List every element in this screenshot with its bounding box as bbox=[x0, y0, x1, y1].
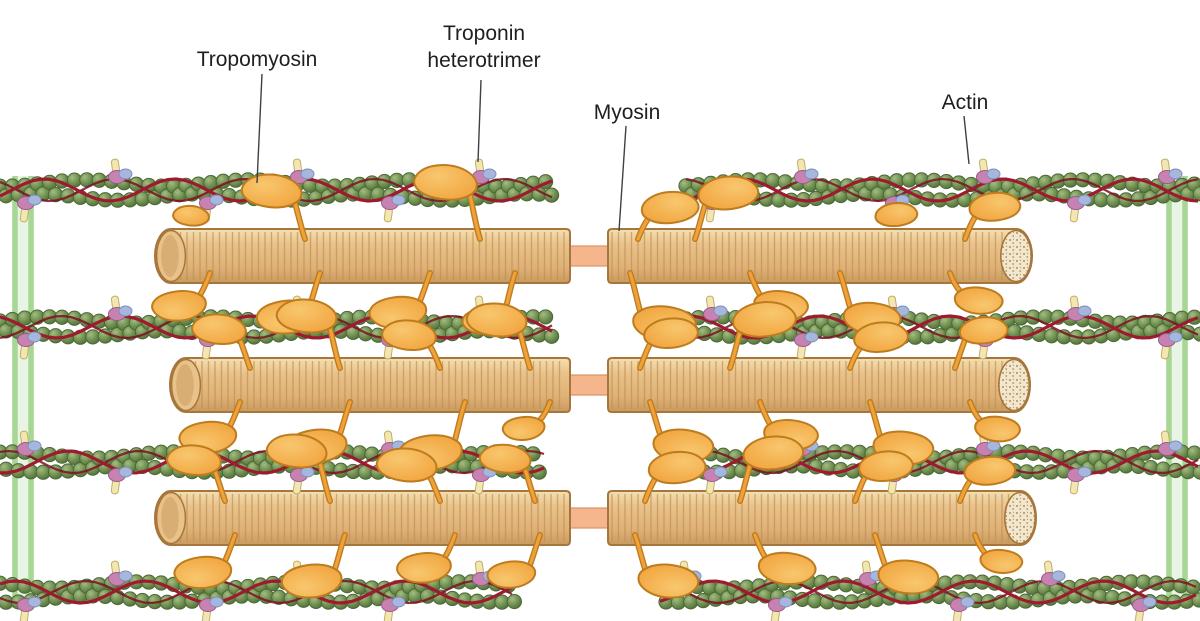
troponin-complex bbox=[794, 331, 819, 360]
leader-line-tropomyosin bbox=[256, 73, 263, 184]
myosin-head bbox=[642, 452, 706, 504]
troponin-complex bbox=[17, 194, 42, 223]
troponin-complex bbox=[768, 596, 793, 621]
myosin-head bbox=[414, 165, 483, 242]
myosin-head bbox=[467, 303, 533, 371]
troponin-complex bbox=[108, 466, 133, 495]
tropomyosin-strand bbox=[685, 177, 1199, 203]
myosin-filament-row-2 bbox=[169, 357, 1031, 413]
troponin-complex bbox=[950, 596, 975, 621]
troponin-complex bbox=[199, 596, 224, 621]
troponin-complex bbox=[17, 430, 42, 456]
myosin-head bbox=[503, 399, 553, 440]
myosin-left-segment bbox=[154, 490, 571, 546]
myosin-right-segment bbox=[607, 228, 1033, 284]
label-myosin: Myosin bbox=[593, 101, 661, 124]
tropomyosin-strand bbox=[659, 579, 1197, 605]
actin-filament-segment bbox=[0, 560, 523, 621]
tropomyosin-strand bbox=[0, 579, 513, 605]
myosin-right-segment bbox=[607, 357, 1031, 413]
myosin-head bbox=[397, 532, 458, 583]
myosin-left-segment bbox=[154, 228, 571, 284]
label-tropomyosin: Tropomyosin bbox=[196, 48, 318, 71]
myosin-head bbox=[635, 192, 699, 242]
myosin-head bbox=[167, 445, 228, 504]
myosin-head bbox=[152, 270, 213, 321]
z-disc-left bbox=[12, 176, 34, 608]
troponin-complex bbox=[17, 331, 42, 360]
actin-filament-segment bbox=[0, 158, 560, 223]
myosin-head bbox=[962, 193, 1020, 242]
troponin-complex bbox=[1158, 331, 1183, 360]
myosin-right-segment bbox=[607, 490, 1037, 546]
myosin-filament-row-1 bbox=[154, 228, 1033, 284]
myosin-head bbox=[637, 318, 698, 371]
myosin-heads-row-3 bbox=[167, 434, 1022, 597]
tropomyosin-strand bbox=[0, 579, 513, 605]
myosin-head bbox=[972, 532, 1022, 573]
troponin-complex bbox=[1041, 560, 1066, 586]
myosin-head bbox=[377, 448, 443, 504]
leader-line-troponin bbox=[477, 79, 482, 163]
myosin-head bbox=[967, 399, 1020, 441]
myosin-head bbox=[282, 532, 348, 598]
myosin-end-cap bbox=[1003, 491, 1036, 545]
myosin-head bbox=[952, 317, 1008, 371]
myosin-head bbox=[277, 299, 343, 371]
myosin-end-cap bbox=[999, 229, 1032, 283]
myosin-head bbox=[487, 532, 543, 588]
troponin-complex bbox=[1067, 466, 1092, 495]
actin-filament-row-1 bbox=[0, 158, 1200, 223]
troponin-complex bbox=[108, 295, 133, 321]
actin-filament-segment bbox=[678, 430, 1200, 495]
myosin-head bbox=[480, 445, 538, 504]
troponin-complex bbox=[290, 466, 315, 495]
troponin-complex bbox=[381, 194, 406, 223]
myosin-head bbox=[737, 436, 803, 504]
troponin-complex bbox=[108, 158, 133, 184]
tropomyosin-strand bbox=[685, 177, 1199, 203]
myosin-left-segment bbox=[169, 357, 571, 413]
troponin-complex bbox=[290, 158, 315, 184]
myosin-head bbox=[382, 320, 443, 371]
myosin-filament-row-3 bbox=[154, 490, 1037, 546]
troponin-complex bbox=[703, 466, 728, 495]
myosin-head bbox=[752, 532, 816, 584]
myosin-head bbox=[692, 176, 758, 242]
label-troponin-heterotrimer: Troponin heterotrimer bbox=[427, 22, 541, 73]
myosin-head bbox=[267, 434, 333, 504]
troponin-complex bbox=[1158, 430, 1183, 456]
troponin-complex bbox=[1158, 158, 1183, 184]
myosin-head bbox=[727, 302, 796, 371]
myosin-head bbox=[947, 270, 1003, 314]
troponin-complex bbox=[17, 596, 42, 621]
troponin-complex bbox=[976, 158, 1001, 184]
troponin-complex bbox=[108, 560, 133, 586]
troponin-complex bbox=[381, 596, 406, 621]
myosin-head bbox=[957, 457, 1015, 504]
label-actin: Actin bbox=[941, 91, 989, 114]
myosin-head bbox=[242, 174, 308, 242]
leader-line-myosin bbox=[618, 125, 627, 232]
myosin-head bbox=[174, 532, 238, 588]
myosin-head bbox=[875, 203, 917, 226]
troponin-complex bbox=[1067, 295, 1092, 321]
troponin-complex bbox=[1132, 596, 1157, 621]
myosin-head bbox=[852, 451, 913, 504]
myosin-head bbox=[872, 532, 938, 594]
tropomyosin-strand bbox=[685, 449, 1199, 475]
z-disc-right bbox=[1166, 176, 1188, 608]
leader-line-actin bbox=[963, 115, 970, 165]
myosin-end-cap bbox=[997, 358, 1030, 412]
myosin-head bbox=[847, 322, 908, 371]
troponin-complex bbox=[794, 158, 819, 184]
myosin-head bbox=[192, 314, 253, 371]
myosin-head bbox=[632, 532, 698, 598]
troponin-complex bbox=[703, 295, 728, 321]
troponin-complex bbox=[1067, 194, 1092, 223]
leader-lines bbox=[256, 73, 970, 232]
myosin-head bbox=[173, 206, 209, 226]
